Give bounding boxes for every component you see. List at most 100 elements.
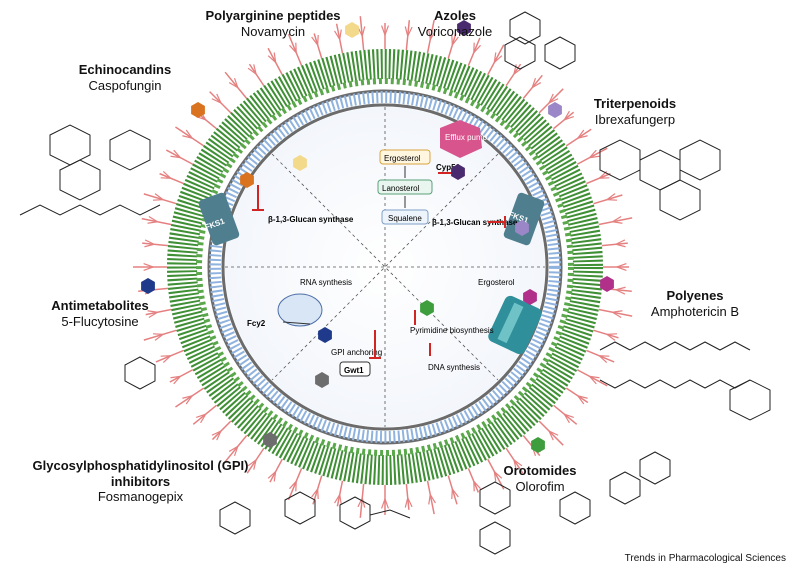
class-title: Polyarginine peptides xyxy=(205,8,341,23)
svg-text:RNA synthesis: RNA synthesis xyxy=(300,278,352,287)
amphotericin-channel xyxy=(488,295,542,355)
mannan-branch xyxy=(601,239,628,248)
svg-text:Cyp51: Cyp51 xyxy=(436,163,461,172)
label-gpi-inhibitors: Glycosylphosphatidylinositol (GPI) inhib… xyxy=(18,458,263,505)
hexagon-triterpenoid-inner xyxy=(515,220,529,236)
gwt1-box xyxy=(339,361,371,377)
svg-text:Lanosterol: Lanosterol xyxy=(382,184,420,193)
class-title: Azoles xyxy=(434,8,476,23)
mannan-branch xyxy=(246,447,265,474)
mannan-branch xyxy=(311,33,323,59)
hexagon-echinocandins xyxy=(191,102,205,118)
mannan-branch xyxy=(576,147,608,165)
label-triterpenoids: Triterpenoids Ibrexafungerp xyxy=(575,96,695,127)
mannan-branch xyxy=(192,404,217,425)
glucan-layer-inner xyxy=(196,78,574,456)
mannan-branch xyxy=(311,475,323,505)
mannan-branch xyxy=(165,149,194,165)
ergosterol-membrane-label: Ergosterol xyxy=(478,278,515,287)
mannan-branch xyxy=(224,71,248,99)
label-antimetabolites: Antimetabolites 5-Flucytosine xyxy=(30,298,170,329)
drug-name: Olorofim xyxy=(515,478,565,494)
svg-text:Ergosterol: Ergosterol xyxy=(384,154,421,163)
mannan-branch xyxy=(334,480,344,507)
drug-name: 5-Flucytosine xyxy=(61,313,139,329)
hexagon-fosmanogepix-inner xyxy=(315,372,329,388)
label-azoles: Azoles Voriconazole xyxy=(405,8,505,39)
mannan-branch xyxy=(576,369,608,387)
mannan-branch xyxy=(175,126,205,147)
mannan-branch xyxy=(334,23,344,54)
drug-name: Ibrexafungerp xyxy=(594,111,676,127)
outer-mannan-layer xyxy=(133,16,633,518)
drug-name: Amphotericin B xyxy=(650,303,740,319)
mannan-branch xyxy=(211,420,232,441)
efflux-pump: Efflux pump xyxy=(440,120,488,158)
class-title: Triterpenoids xyxy=(593,96,677,111)
fks1-left: FKS1 xyxy=(198,192,240,246)
mannan-branch xyxy=(426,19,436,54)
mannan-branch xyxy=(404,483,413,510)
mannan-branch xyxy=(467,37,481,66)
mannan-branch xyxy=(447,475,459,505)
svg-text:Gwt1: Gwt1 xyxy=(344,366,364,375)
hexagon-novamycin-inner xyxy=(293,155,307,171)
svg-text:Efflux pump: Efflux pump xyxy=(445,133,488,142)
chemical-structure-voriconazole xyxy=(504,11,576,70)
gpi-anchoring-label: GPI anchoring xyxy=(331,348,382,357)
mannan-branch xyxy=(505,447,524,474)
mannan-branch xyxy=(159,171,184,185)
glucan-synthase-left: β-1,3-Glucan synthase xyxy=(268,215,354,224)
mannan-branch xyxy=(142,239,169,248)
hexagon-azoles xyxy=(457,20,471,36)
class-title: Glycosylphosphatidylinositol (GPI) inhib… xyxy=(32,458,249,489)
mannan-branch xyxy=(447,33,459,59)
hexagon-polyarginine xyxy=(345,22,359,38)
plasma-membrane-inner xyxy=(221,103,549,431)
mannan-branch xyxy=(209,91,232,114)
class-title: Polyenes xyxy=(666,288,724,303)
dna-synthesis-label: DNA synthesis xyxy=(428,363,480,372)
hexagon-caspofungin-inner xyxy=(240,172,254,188)
rna-synthesis: RNA synthesis xyxy=(277,278,352,327)
mannan-branch xyxy=(267,458,283,483)
mannan-branch xyxy=(155,349,184,363)
mannan-branch xyxy=(553,110,575,130)
mannan-branch xyxy=(586,349,615,363)
mannan-branch xyxy=(593,193,623,205)
mannan-branch xyxy=(287,33,303,66)
class-title: Antimetabolites xyxy=(51,298,149,313)
journal-credit: Trends in Pharmacological Sciences xyxy=(624,553,786,564)
hexagon-gpi xyxy=(263,432,277,448)
mannan-branch xyxy=(133,263,167,271)
drug-name: Caspofungin xyxy=(88,77,162,93)
mannan-branch xyxy=(381,23,389,49)
pyrimidine-label: Pyrimidine biosynthesis xyxy=(410,326,494,335)
mannan-branch xyxy=(357,16,366,51)
mannan-branch xyxy=(565,128,592,147)
fcy2-label: Fcy2 xyxy=(247,319,266,328)
mannan-branch xyxy=(141,216,172,226)
glucan-synthase-right: β-1,3-Glucan synthase xyxy=(432,218,518,227)
label-orotomides: Orotomides Olorofim xyxy=(480,463,600,494)
chemical-structure-olorofim xyxy=(479,451,671,555)
mannan-branch xyxy=(593,329,619,341)
mannan-branch xyxy=(467,468,481,493)
mannan-branch xyxy=(145,308,172,318)
mannan-branch xyxy=(267,47,283,76)
class-title: Orotomides xyxy=(503,463,577,478)
chemical-structure-fosmanogepix xyxy=(219,491,411,535)
label-polyenes: Polyenes Amphotericin B xyxy=(625,288,765,319)
mannan-branch xyxy=(603,263,629,271)
chemical-structure-flucytosine xyxy=(124,356,156,390)
hexagon-polyenes xyxy=(600,276,614,292)
mannan-branch xyxy=(287,468,303,501)
mannan-branch xyxy=(426,480,436,515)
mannan-branch xyxy=(487,458,505,490)
mannan-branch xyxy=(553,404,578,425)
drug-name: Fosmanogepix xyxy=(97,489,184,505)
mannan-branch xyxy=(404,20,413,51)
mannan-branch xyxy=(522,74,543,99)
mannan-branch xyxy=(598,308,633,318)
mannan-branch xyxy=(505,63,523,87)
